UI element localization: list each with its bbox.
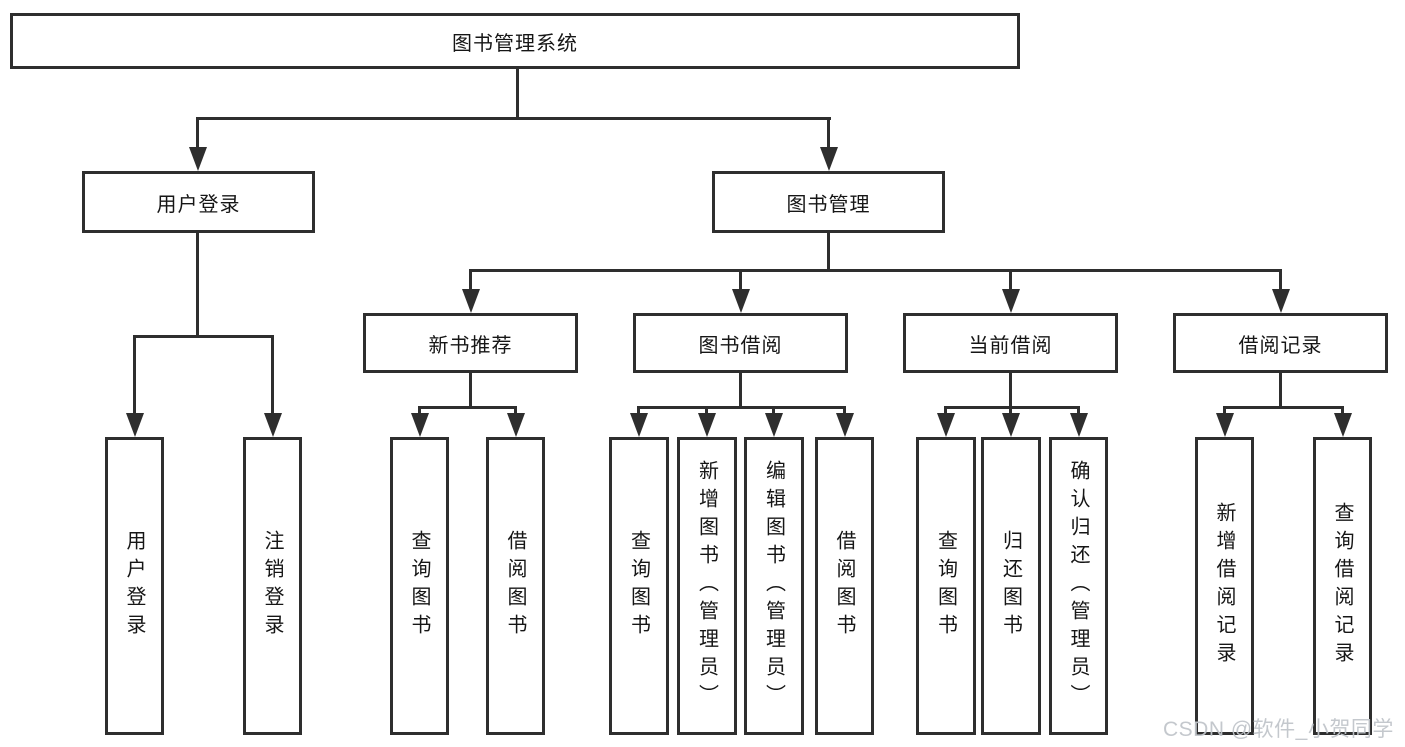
node-leaf-query-book-recommend: 查询图书 — [390, 437, 449, 735]
node-label: 查询图书 — [934, 530, 957, 642]
node-label: 注销登录 — [261, 530, 283, 642]
node-label: 图书管理系统 — [452, 32, 578, 55]
arrowhead-book-borrow — [732, 289, 750, 313]
connector-root-stem — [516, 69, 519, 117]
node-book-borrowing: 图书借阅 — [633, 313, 848, 373]
node-label: 当前借阅 — [968, 334, 1053, 357]
node-label: 用户登录 — [156, 193, 241, 216]
connector-drop — [772, 406, 775, 417]
node-label: 查询图书 — [408, 530, 430, 642]
connector-new-book-stem — [469, 373, 472, 406]
node-label: 查询借阅记录 — [1331, 502, 1353, 670]
connector-drop — [843, 406, 846, 417]
connector-level2-rail — [196, 117, 831, 120]
connector-drop — [1341, 406, 1344, 417]
csdn-watermark: CSDN @软件_小贺同学 — [1163, 718, 1394, 741]
connector-book-mgmt-stem — [827, 233, 830, 269]
arrowhead-confirm-return — [1070, 413, 1088, 437]
arrowhead-logout — [264, 413, 282, 437]
arrowhead-query-book-2 — [630, 413, 648, 437]
node-leaf-return-book: 归还图书 — [981, 437, 1041, 735]
connector-current-borrow-stem — [1009, 373, 1012, 406]
node-label: 新增借阅记录 — [1213, 502, 1235, 670]
node-leaf-edit-book-admin: 编辑图书（管理员） — [744, 437, 804, 735]
node-label: 借阅图书 — [504, 530, 526, 642]
node-book-management: 图书管理 — [712, 171, 945, 233]
arrowhead-add-book — [698, 413, 716, 437]
connector-drop — [637, 406, 640, 417]
node-label: 确认归还（管理员） — [1067, 460, 1089, 712]
node-label: 图书借阅 — [698, 334, 783, 357]
connector-borrow-record-drop — [1279, 269, 1282, 291]
connector-book-borrow-stem — [739, 373, 742, 406]
node-label: 图书管理 — [786, 193, 871, 216]
arrowhead-add-record — [1216, 413, 1234, 437]
node-leaf-logout: 注销登录 — [243, 437, 302, 735]
connector-user-login-rail — [133, 335, 274, 338]
node-label: 查询图书 — [627, 530, 650, 642]
arrowhead-borrow-book-2 — [836, 413, 854, 437]
connector-book-mgmt-drop — [827, 117, 830, 149]
arrowhead-current-borrow — [1002, 289, 1020, 313]
connector-drop — [1223, 406, 1226, 417]
node-label: 借阅图书 — [833, 530, 855, 642]
node-current-borrowing: 当前借阅 — [903, 313, 1118, 373]
connector-drop — [514, 406, 517, 417]
arrowhead-user-login — [189, 147, 207, 171]
node-leaf-query-borrow-record: 查询借阅记录 — [1313, 437, 1372, 735]
connector-borrow-record-rail — [1223, 406, 1344, 409]
connector-current-borrow-rail — [944, 406, 1080, 409]
connector-book-borrow-drop — [739, 269, 742, 291]
arrowhead-borrow-record — [1272, 289, 1290, 313]
node-leaf-confirm-return-admin: 确认归还（管理员） — [1049, 437, 1108, 735]
arrowhead-query-record — [1334, 413, 1352, 437]
arrowhead-edit-book — [765, 413, 783, 437]
arrowhead-borrow-book-1 — [507, 413, 525, 437]
node-leaf-add-book-admin: 新增图书（管理员） — [677, 437, 737, 735]
node-leaf-borrow-book-borrowing: 借阅图书 — [815, 437, 874, 735]
node-user-login: 用户登录 — [82, 171, 315, 233]
arrowhead-login — [126, 413, 144, 437]
connector-login-drop — [133, 335, 136, 415]
connector-logout-drop — [271, 335, 274, 415]
connector-book-borrow-rail — [637, 406, 846, 409]
node-label: 归还图书 — [999, 530, 1022, 642]
arrowhead-return-book — [1002, 413, 1020, 437]
node-borrowing-records: 借阅记录 — [1173, 313, 1388, 373]
connector-level3-rail — [469, 269, 1282, 272]
node-leaf-query-book-borrowing: 查询图书 — [609, 437, 669, 735]
connector-drop — [1077, 406, 1080, 417]
connector-current-borrow-drop — [1009, 269, 1012, 291]
node-label: 借阅记录 — [1238, 334, 1323, 357]
arrowhead-query-book-1 — [411, 413, 429, 437]
node-label: 新增图书（管理员） — [695, 460, 718, 712]
connector-user-login-drop — [196, 117, 199, 149]
node-leaf-add-borrow-record: 新增借阅记录 — [1195, 437, 1254, 735]
connector-new-book-rail — [418, 406, 517, 409]
arrowhead-query-book-3 — [937, 413, 955, 437]
connector-drop — [705, 406, 708, 417]
node-leaf-user-login: 用户登录 — [105, 437, 164, 735]
node-label: 新书推荐 — [428, 334, 513, 357]
connector-borrow-record-stem — [1279, 373, 1282, 406]
connector-user-login-stem — [196, 233, 199, 335]
connector-drop — [944, 406, 947, 417]
connector-drop — [1009, 406, 1012, 417]
node-library-management-system: 图书管理系统 — [10, 13, 1020, 69]
node-leaf-query-book-current: 查询图书 — [916, 437, 976, 735]
arrowhead-new-book — [462, 289, 480, 313]
node-new-book-recommend: 新书推荐 — [363, 313, 578, 373]
node-label: 编辑图书（管理员） — [762, 460, 785, 712]
node-leaf-borrow-book-recommend: 借阅图书 — [486, 437, 545, 735]
node-label: 用户登录 — [123, 530, 145, 642]
connector-new-book-drop — [469, 269, 472, 291]
arrowhead-book-mgmt — [820, 147, 838, 171]
connector-drop — [418, 406, 421, 417]
